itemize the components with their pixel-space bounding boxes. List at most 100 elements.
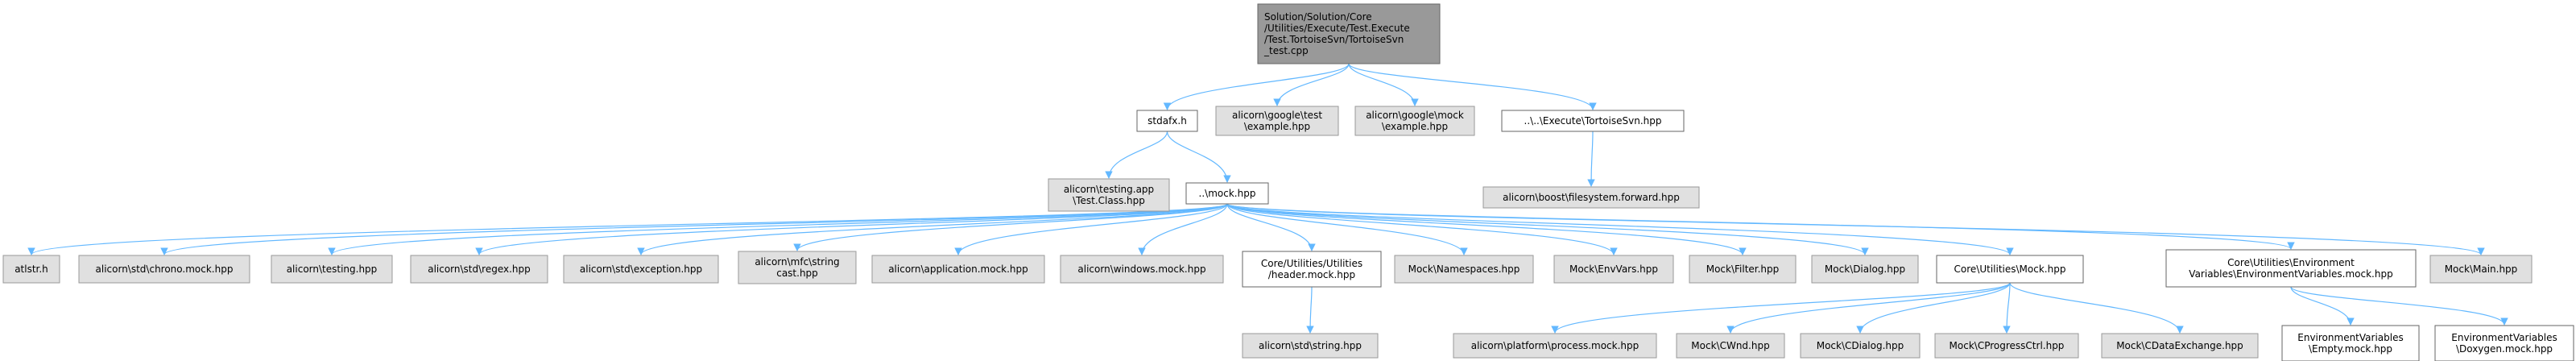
node-label: alicorn\application.mock.hpp (888, 263, 1028, 275)
edge-core-mock-to-cdataexchange (2009, 282, 2184, 334)
node-namespaces: Mock\Namespaces.hpp (1394, 255, 1534, 284)
node-label: alicorn\google\mock (1366, 110, 1464, 121)
node-label: Mock\EnvVars.hpp (1569, 263, 1658, 275)
node-label: /Test.TortoiseSvn/TortoiseSvn (1264, 34, 1404, 45)
node-box (1136, 110, 1198, 132)
node-box (1048, 178, 1170, 212)
node-label: ..\..\Execute\TortoiseSvn.hpp (1524, 115, 1662, 127)
node-box (1482, 186, 1700, 209)
edge-header-mock-to-std-string (1306, 286, 1314, 334)
node-label: alicorn\std\chrono.mock.hpp (96, 263, 234, 275)
node-box (2, 255, 60, 284)
node-box (1936, 255, 2084, 284)
node-label: \example.hpp (1382, 121, 1448, 132)
node-label: alicorn\mfc\string (755, 256, 839, 268)
node-process-mock: alicorn\platform\process.mock.hpp (1453, 333, 1657, 359)
node-box (1676, 333, 1785, 359)
node-box (410, 255, 548, 284)
node-atlstr: atlstr.h (2, 255, 60, 284)
node-box (1934, 333, 2079, 359)
node-box (1800, 333, 1921, 359)
node-label: Core/Utilities/Utilities (1261, 258, 1362, 269)
edge-mock-hpp-to-windows-mock (1138, 203, 1228, 255)
node-google-test: alicorn\google\test\example.hpp (1215, 106, 1339, 136)
node-dialog: Mock\Dialog.hpp (1811, 255, 1919, 284)
node-tortoisesvn-hpp[interactable]: ..\..\Execute\TortoiseSvn.hpp (1501, 110, 1685, 132)
edge-mock-hpp-to-regex (475, 203, 1228, 255)
node-label: \example.hpp (1244, 121, 1310, 132)
edge-core-mock-to-cdialog (1856, 282, 2011, 334)
edge-stdafx-to-testing-app (1105, 131, 1168, 179)
node-label: alicorn\windows.mock.hpp (1077, 263, 1205, 275)
node-box (2429, 255, 2533, 284)
node-cprogressctrl: Mock\CProgressCtrl.hpp (1934, 333, 2079, 359)
node-label: atlstr.h (14, 263, 48, 275)
node-cdataexchange: Mock\CDataExchange.hpp (2101, 333, 2259, 359)
node-mock-hpp[interactable]: ..\mock.hpp (1185, 182, 1269, 205)
node-testing-app: alicorn\testing.app\Test.Class.hpp (1048, 178, 1170, 212)
node-label: alicorn\std\string.hpp (1259, 340, 1362, 351)
edge-mock-hpp-to-env-variables-mock (1226, 203, 2295, 250)
node-windows-mock: alicorn\windows.mock.hpp (1060, 255, 1224, 284)
node-label: alicorn\testing.hpp (287, 263, 378, 275)
node-env-doxygen[interactable]: EnvironmentVariables\Doxygen.mock.hpp (2434, 325, 2574, 361)
node-box (871, 255, 1045, 284)
edge-mock-hpp-to-testing-hpp (328, 203, 1228, 255)
node-box (1553, 255, 1674, 284)
node-label: EnvironmentVariables (2297, 332, 2403, 343)
edge-core-mock-to-cwnd (1726, 282, 2011, 334)
node-label: Mock\CDataExchange.hpp (2116, 340, 2243, 351)
node-box (1242, 333, 1379, 359)
edge-tortoisesvn-hpp-to-boost-fs (1587, 131, 1595, 187)
node-label: Mock\Filter.hpp (1706, 263, 1780, 275)
edge-mock-hpp-to-core-mock (1226, 203, 2014, 255)
node-label: \Test.Class.hpp (1073, 195, 1145, 206)
node-env-variables-mock[interactable]: Core\Utilities\EnvironmentVariables\Envi… (2165, 249, 2417, 288)
node-label: alicorn\boost\filesystem.forward.hpp (1503, 192, 1680, 203)
node-label: Mock\CDialog.hpp (1817, 340, 1904, 351)
node-box (2434, 325, 2574, 361)
node-env-empty[interactable]: EnvironmentVariables\Empty.mock.hpp (2281, 325, 2420, 361)
node-label: cast.hpp (776, 268, 818, 279)
node-stdafx[interactable]: stdafx.h (1136, 110, 1198, 132)
edge-mock-hpp-to-dialog (1226, 203, 1869, 255)
node-label: alicorn\std\regex.hpp (428, 263, 531, 275)
node-box (1501, 110, 1685, 132)
node-label: Mock\Namespaces.hpp (1408, 263, 1520, 275)
node-core-mock[interactable]: Core\Utilities\Mock.hpp (1936, 255, 2084, 284)
edge-mock-hpp-to-mfc-string (793, 203, 1228, 251)
node-box (1811, 255, 1919, 284)
node-label: \Empty.mock.hpp (2309, 343, 2392, 355)
edge-mock-hpp-to-namespaces (1226, 203, 1468, 255)
edge-mock-hpp-to-exception (637, 203, 1228, 255)
node-box (78, 255, 250, 284)
edge-layer (27, 63, 2508, 334)
node-box (1215, 106, 1339, 136)
edge-mock-hpp-to-header-mock (1226, 203, 1316, 251)
edge-mock-hpp-to-filter (1226, 203, 1747, 255)
node-root[interactable]: Solution/Solution/Core/Utilities/Execute… (1257, 3, 1441, 64)
node-label: ..\mock.hpp (1199, 188, 1256, 199)
node-box (2281, 325, 2420, 361)
node-label: alicorn\testing.app (1064, 184, 1154, 195)
node-label: Mock\CWnd.hpp (1691, 340, 1769, 351)
edge-mock-hpp-to-atlstr (27, 203, 1228, 255)
node-label: _test.cpp (1263, 45, 1309, 56)
edge-root-to-google-mock (1348, 63, 1419, 106)
node-envvars: Mock\EnvVars.hpp (1553, 255, 1674, 284)
edge-env-variables-mock-to-env-doxygen (2290, 286, 2508, 326)
node-label: Solution/Solution/Core (1264, 11, 1372, 23)
node-label: Mock\Dialog.hpp (1825, 263, 1905, 275)
node-application-mock: alicorn\application.mock.hpp (871, 255, 1045, 284)
node-std-string: alicorn\std\string.hpp (1242, 333, 1379, 359)
node-regex: alicorn\std\regex.hpp (410, 255, 548, 284)
node-label: /header.mock.hpp (1268, 269, 1355, 280)
node-label: Mock\Main.hpp (2445, 263, 2518, 275)
node-label: Variables\EnvironmentVariables.mock.hpp (2189, 268, 2392, 280)
node-box (2165, 249, 2417, 288)
node-label: \Doxygen.mock.hpp (2456, 343, 2553, 355)
node-header-mock[interactable]: Core/Utilities/Utilities/header.mock.hpp (1242, 251, 1382, 288)
edge-mock-hpp-to-envvars (1226, 203, 1618, 255)
edge-core-mock-to-process-mock (1551, 282, 2011, 334)
